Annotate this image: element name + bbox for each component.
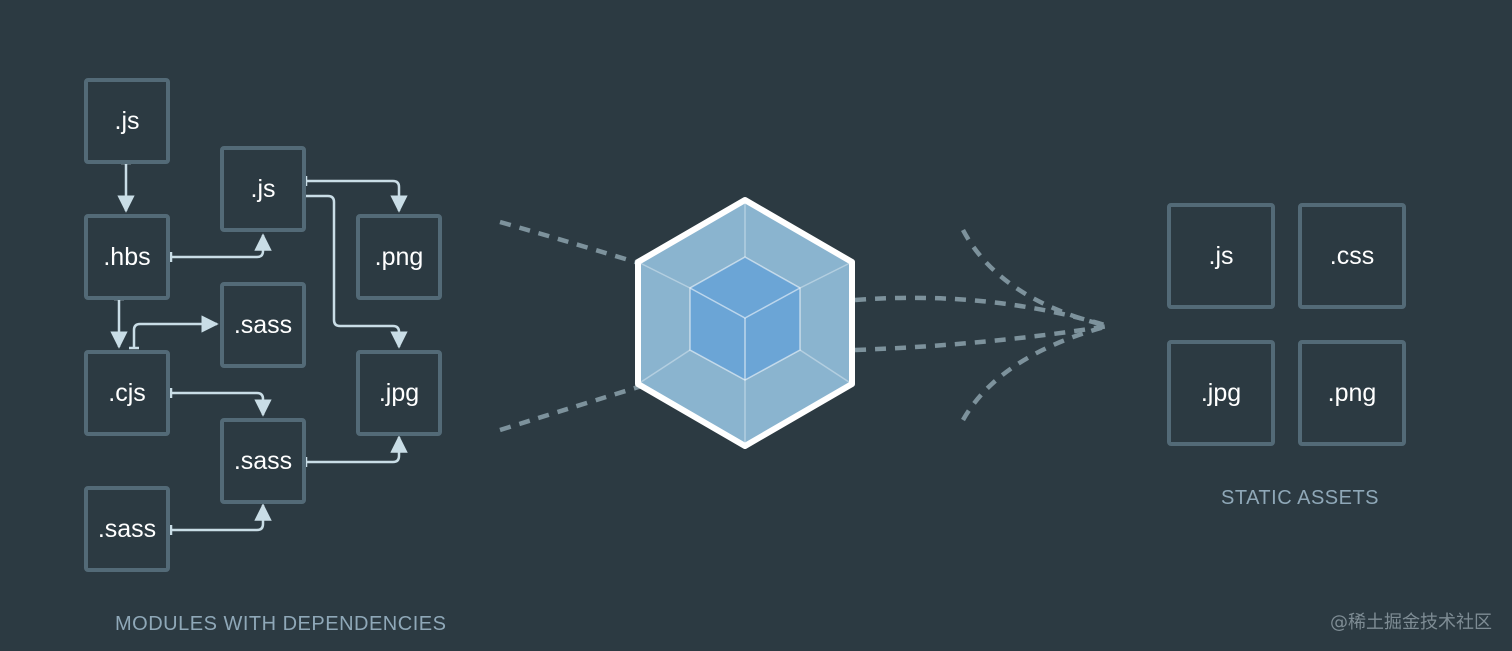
module-js-top: .js — [84, 78, 170, 164]
arrow-sass-to-sass — [171, 503, 272, 532]
arrow-hbs-to-js — [171, 233, 272, 259]
dashed-out-2 — [854, 323, 1109, 353]
module-sass-mid: .sass — [220, 282, 306, 368]
module-hbs: .hbs — [84, 214, 170, 300]
module-jpg: .jpg — [356, 350, 442, 436]
dashed-out-1 — [854, 295, 1109, 329]
module-sass-bottom: .sass — [84, 486, 170, 572]
asset-png: .png — [1298, 340, 1406, 446]
arrow-cjs-to-sass-low — [171, 391, 272, 417]
dashed-in-bottom — [499, 382, 646, 433]
asset-jpg: .jpg — [1167, 340, 1275, 446]
assets-label: STATIC ASSETS — [1221, 487, 1380, 509]
cube-icon — [635, 197, 855, 449]
dashed-in-top — [499, 219, 646, 268]
dashed-out-top — [961, 228, 1109, 329]
arrow-js-to-jpg — [306, 194, 408, 349]
watermark: @稀土掘金技术社区 — [1330, 612, 1492, 633]
arrow-sass-to-jpg — [306, 435, 408, 464]
module-cjs: .cjs — [84, 350, 170, 436]
module-js-mid: .js — [220, 146, 306, 232]
module-png: .png — [356, 214, 442, 300]
modules-label: MODULES WITH DEPENDENCIES — [115, 613, 447, 635]
asset-css: .css — [1298, 203, 1406, 309]
module-sass-low: .sass — [220, 418, 306, 504]
arrow-cjs-to-sass — [132, 315, 219, 348]
asset-js: .js — [1167, 203, 1275, 309]
arrow-js-to-png — [306, 179, 408, 213]
